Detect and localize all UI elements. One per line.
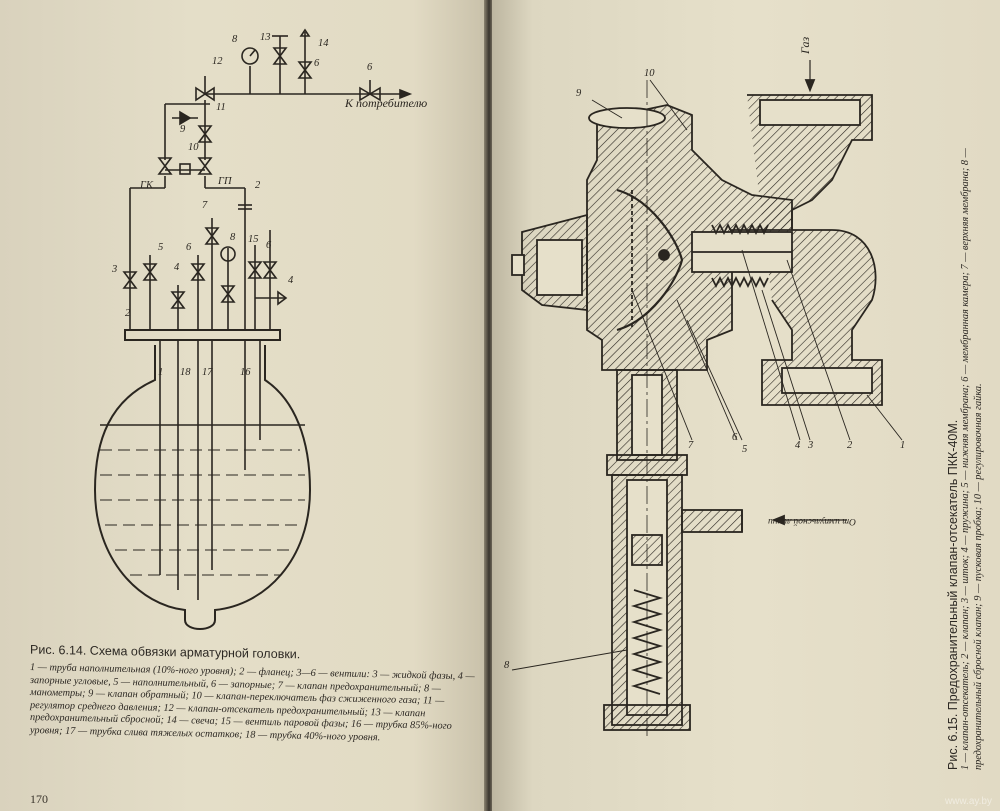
label-5-right: 5	[742, 444, 748, 455]
label-1: 1	[158, 367, 164, 378]
label-8-top: 8	[232, 34, 238, 45]
label-2-low: 2	[125, 308, 131, 319]
label-2-top: 2	[255, 180, 261, 191]
label-4-right: 4	[288, 275, 294, 286]
watermark: www.ay.by	[944, 796, 992, 807]
label-14: 14	[318, 38, 329, 49]
page-number-left: 170	[30, 792, 48, 806]
label-9-right: 9	[576, 88, 582, 99]
label-8-left: 8	[230, 232, 236, 243]
label-8-right: 8	[504, 660, 510, 671]
label-15: 15	[248, 234, 259, 245]
label-gp: ГП	[218, 176, 232, 187]
label-6-right-valve: 6	[732, 432, 738, 443]
label-gk: ГК	[140, 180, 153, 191]
label-18: 18	[180, 367, 191, 378]
diagram-valve-head-piping	[93, 28, 413, 630]
figure-caption-title-right: Рис. 6.15. Предохранительный клапан-отсе…	[946, 419, 960, 770]
label-10: 10	[188, 142, 199, 153]
label-4-mid: 4	[174, 262, 180, 273]
diagram-safety-shutoff-valve	[511, 60, 903, 740]
label-6-riser: 6	[314, 58, 320, 69]
left-page: К потребителю ГК ГП 8 13 14 6 6 12 9 1 1 …	[0, 0, 486, 811]
label-16: 16	[240, 367, 251, 378]
label-gas: Газ	[798, 36, 812, 54]
book-gutter	[484, 0, 494, 811]
label-6-line: 6	[367, 62, 373, 73]
label-12: 12	[212, 56, 223, 67]
figure-caption-body-right: 1 — клапан-отсекатель; 2 — клапан; 3 — ш…	[960, 148, 984, 770]
label-7: 7	[202, 200, 208, 211]
figure-caption-body-left: 1 — труба наполнительная (10%-ного уровн…	[30, 662, 475, 744]
label-9: 9	[180, 124, 186, 135]
label-2-right: 2	[847, 440, 853, 451]
label-10-right: 10	[644, 68, 655, 79]
label-5: 5	[158, 242, 164, 253]
label-7-right: 7	[688, 440, 694, 451]
label-11: 11	[216, 102, 226, 113]
label-17: 17	[202, 367, 213, 378]
label-3-right: 3	[808, 440, 814, 451]
label-3: 3	[112, 264, 118, 275]
label-6-right: 6	[266, 240, 272, 251]
label-13: 13	[260, 32, 271, 43]
figure-caption-right: Рис. 6.15. Предохранительный клапан-отсе…	[946, 70, 985, 770]
label-from-pulse-line: От импульсной линии	[768, 516, 856, 526]
label-to-consumer: К потребителю	[345, 96, 428, 110]
right-page: 9 10 8 7 6 5 4 3 2 1 Газ От импульсной л…	[492, 0, 1000, 811]
label-1-right: 1	[900, 440, 906, 451]
label-6-mid: 6	[186, 242, 192, 253]
label-4-right-valve: 4	[795, 440, 801, 451]
